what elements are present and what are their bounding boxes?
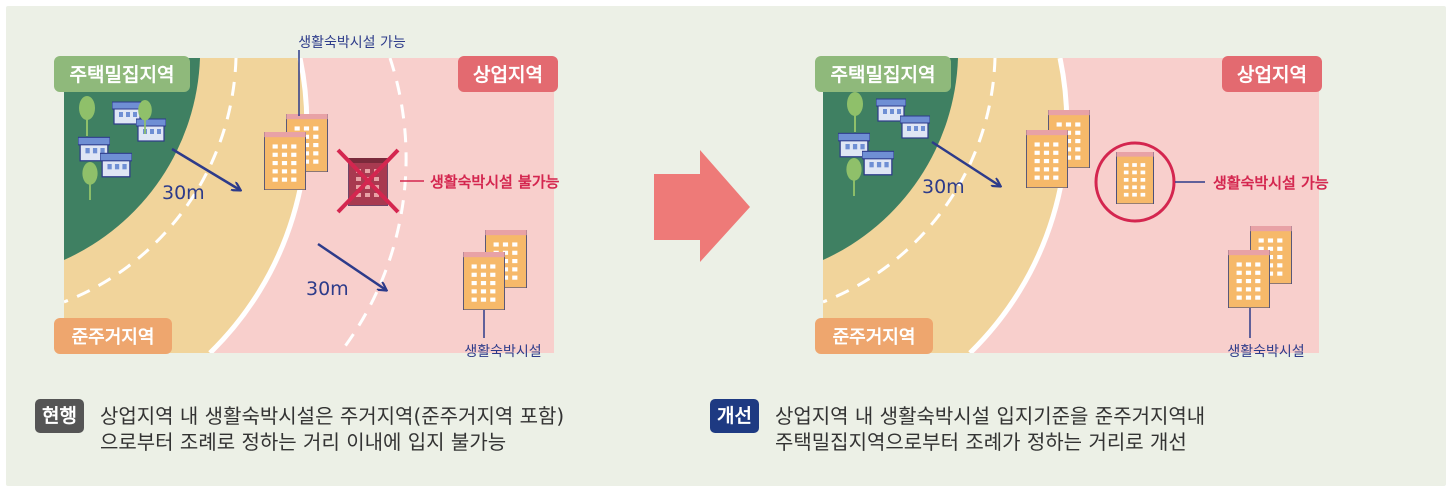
building-icon bbox=[1026, 130, 1068, 188]
bottom-callout: 생활숙박시설 bbox=[464, 344, 541, 360]
distance-arrow bbox=[171, 147, 240, 190]
commercial-label-box bbox=[1222, 56, 1322, 92]
zone-boundary bbox=[968, 58, 1070, 353]
residential-zone bbox=[64, 58, 200, 260]
highlight-circle bbox=[1094, 141, 1176, 223]
commercial-label: 상업지역 bbox=[1237, 64, 1307, 86]
commercial-label: 상업지역 bbox=[473, 64, 543, 86]
current-badge: 현행 bbox=[35, 399, 84, 433]
side-callout: 생활숙박시설 가능 bbox=[1213, 174, 1329, 192]
building-icon bbox=[463, 252, 505, 310]
semi-residential-label-box bbox=[815, 318, 933, 354]
semi-residential-label-box bbox=[54, 318, 172, 354]
side-callout: 생활숙박시설 불가능 bbox=[430, 173, 560, 191]
distance-arrow bbox=[931, 140, 1000, 186]
residential-label-box bbox=[54, 56, 190, 92]
distance-arrow bbox=[317, 242, 386, 290]
commercial-label-box bbox=[458, 56, 558, 92]
blocked-cross-icon bbox=[336, 148, 400, 214]
distance-label: 30m bbox=[922, 176, 965, 198]
improved-caption-line2: 주택밀집지역으로부터 조례가 정하는 거리로 개선 bbox=[774, 430, 1187, 454]
building-icon bbox=[1228, 250, 1270, 308]
distance-label: 30m bbox=[162, 182, 205, 204]
building-icon bbox=[264, 132, 306, 190]
residential-label-box bbox=[815, 56, 951, 92]
residential-label: 주택밀집지역 bbox=[70, 64, 175, 86]
distance-line-residential bbox=[64, 58, 238, 304]
semi-residential-label: 준주거지역 bbox=[72, 327, 155, 348]
distance-label: 30m bbox=[306, 278, 349, 300]
current-caption-line2: 으로부터 조례로 정하는 거리 이내에 입지 불가능 bbox=[99, 430, 507, 454]
improved-caption: 개선 상업지역 내 생활숙박시설 입지기준을 준주거지역내 주택밀집지역으로부터… bbox=[710, 399, 1205, 455]
top-callout: 생활숙박시설 가능 bbox=[298, 35, 406, 51]
current-caption-line1: 상업지역 내 생활숙박시설은 주거지역(준주거지역 포함) bbox=[99, 404, 565, 428]
current-caption: 현행 상업지역 내 생활숙박시설은 주거지역(준주거지역 포함) 으로부터 조례… bbox=[35, 399, 564, 455]
house-icon bbox=[136, 118, 166, 142]
semi-residential-label: 준주거지역 bbox=[833, 327, 916, 348]
improved-badge: 개선 bbox=[710, 399, 759, 433]
transition-arrow-icon bbox=[654, 150, 750, 262]
bottom-callout: 생활숙박시설 bbox=[1227, 344, 1304, 360]
house-icon bbox=[862, 150, 894, 176]
distance-line-semi bbox=[338, 58, 408, 353]
current-caption-text: 상업지역 내 생활숙박시설은 주거지역(준주거지역 포함) 으로부터 조례로 정… bbox=[100, 399, 564, 455]
house-icon bbox=[100, 152, 132, 178]
distance-line-residential bbox=[823, 58, 997, 304]
house-icon bbox=[900, 115, 930, 139]
residential-label: 주택밀집지역 bbox=[831, 64, 936, 86]
improved-caption-line1: 상업지역 내 생활숙박시설 입지기준을 준주거지역내 bbox=[774, 404, 1206, 428]
building-allowed-icon bbox=[1116, 152, 1154, 204]
improved-caption-text: 상업지역 내 생활숙박시설 입지기준을 준주거지역내 주택밀집지역으로부터 조례… bbox=[775, 399, 1205, 455]
zone-boundary bbox=[208, 58, 310, 353]
